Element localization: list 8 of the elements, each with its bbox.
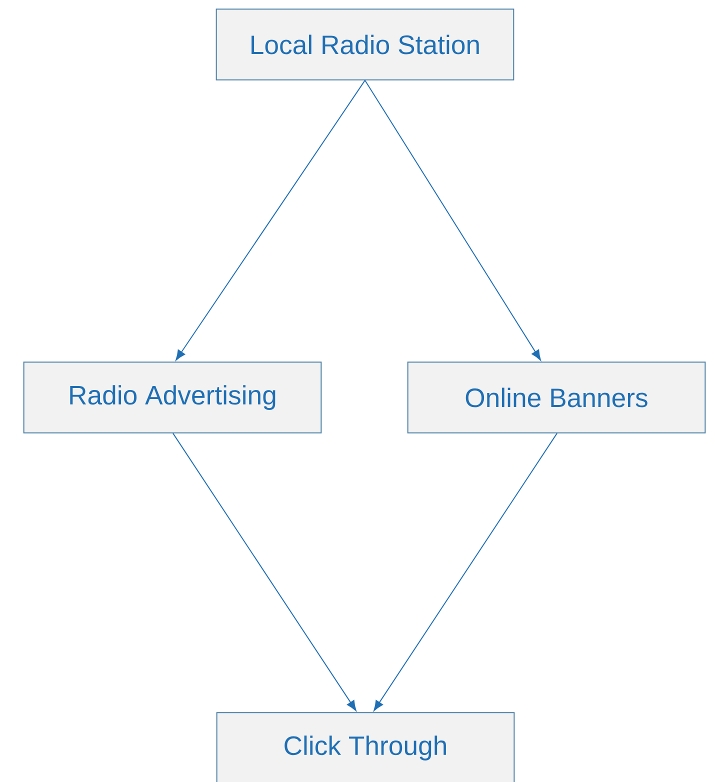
arrow xyxy=(364,80,541,360)
process-box: Click Through xyxy=(216,712,515,782)
arrow xyxy=(176,80,366,361)
arrow xyxy=(172,432,356,711)
arrow xyxy=(374,432,558,711)
process-box: Online Banners xyxy=(407,362,706,434)
process-box: Radio Advertising xyxy=(23,362,322,434)
process-box: Local Radio Station xyxy=(216,8,514,80)
